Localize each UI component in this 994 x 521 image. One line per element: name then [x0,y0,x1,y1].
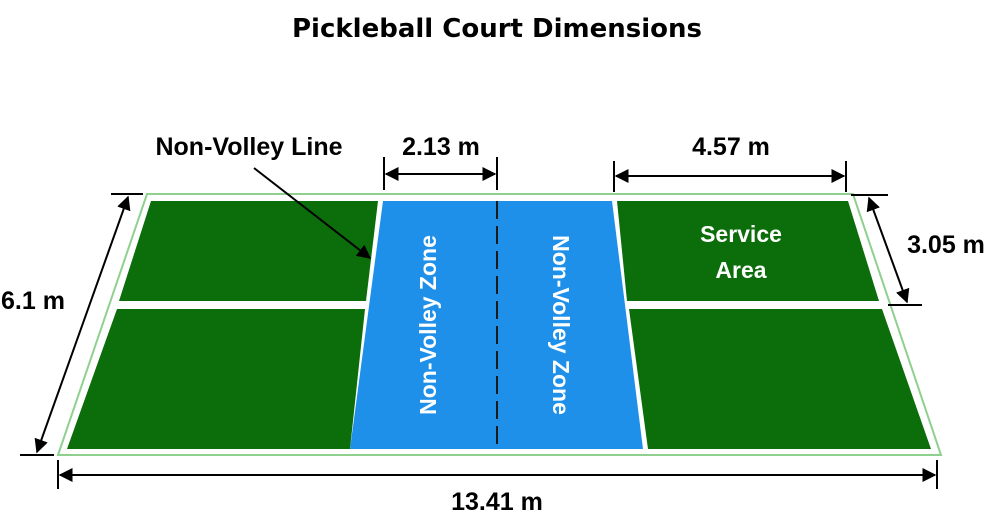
court-width-label: 6.1 m [1,287,65,315]
service-court-right-top [617,201,879,301]
service-court-left-bottom [67,309,365,449]
service-court-left-top [119,201,378,301]
service-length-label: 4.57 m [692,133,770,161]
page-title: Pickleball Court Dimensions [292,14,702,44]
non-volley-zone-label-right: Non-Volley Zone [548,235,574,415]
service-area-label-line1: Service [700,221,782,247]
non-volley-line-pointer [253,167,372,259]
non-volley-zone-label-left: Non-Volley Zone [415,235,441,415]
service-court-right-bottom [629,309,931,449]
non-volley-line-label: Non-Volley Line [155,133,342,161]
court-width-arrow [34,195,131,454]
kitchen-width-label: 2.13 m [402,133,480,161]
service-area-label-line2: Area [715,257,766,283]
non-volley-zone [350,201,643,449]
court-length-label: 13.41 m [451,488,543,516]
service-width-arrow [866,196,910,304]
service-width-label: 3.05 m [907,231,985,259]
